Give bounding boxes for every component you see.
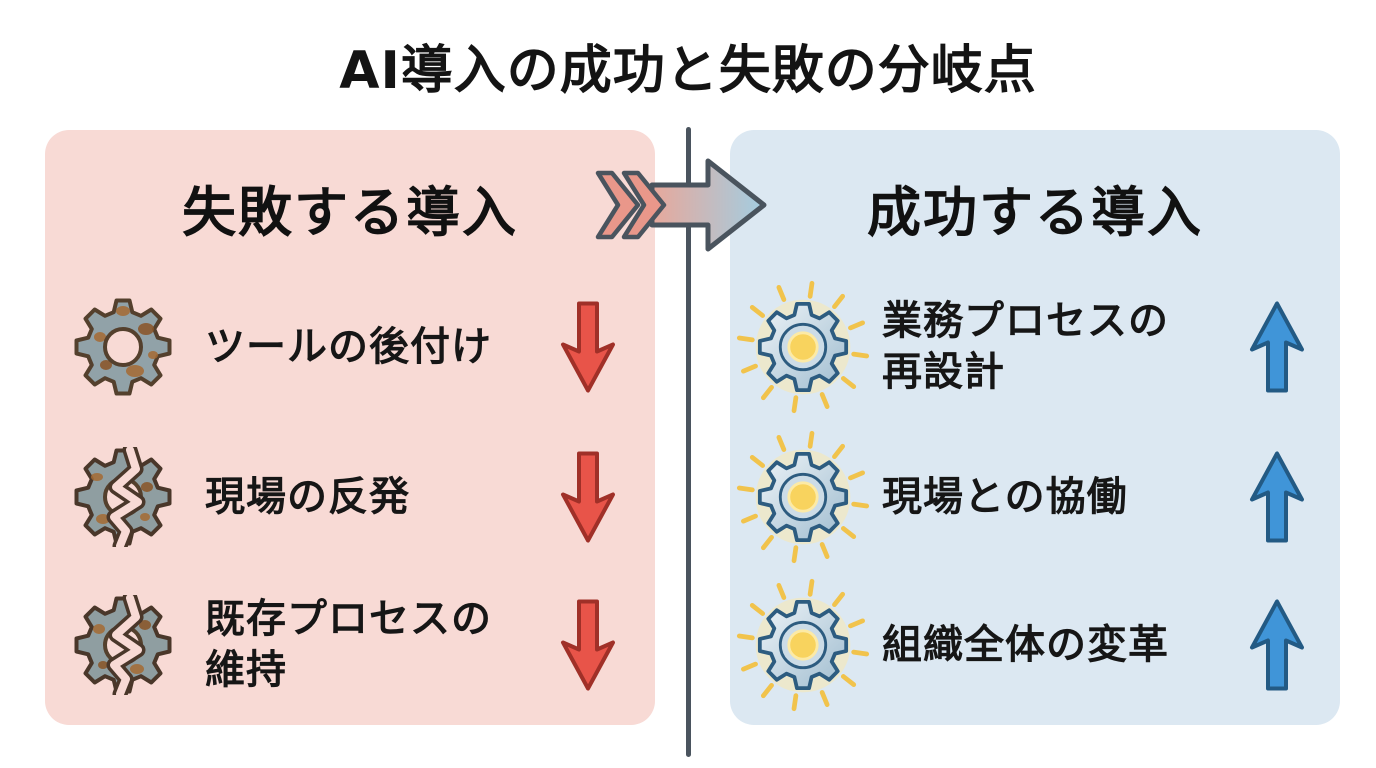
- success-item-process-redesign: 業務プロセスの 再設計: [730, 280, 1340, 414]
- glowing-gear-icon: [736, 430, 870, 564]
- success-item-label: 現場との協働: [882, 473, 1128, 520]
- up-arrow-icon: [1250, 301, 1304, 393]
- failure-item-label: 現場の反発: [205, 473, 410, 520]
- success-item-org-transformation: 組織全体の変革: [730, 578, 1340, 712]
- failure-item-field-resistance: 現場の反発: [45, 437, 655, 557]
- down-arrow-icon: [561, 451, 615, 543]
- glowing-gear-icon: [736, 578, 870, 712]
- failure-item-label: ツールの後付け: [205, 323, 492, 370]
- up-arrow-icon: [1250, 599, 1304, 691]
- success-item-label: 業務プロセスの 再設計: [882, 298, 1169, 395]
- success-panel: 成功する導入 業務プロセスの 再設計 現場との協働: [730, 130, 1340, 725]
- transition-arrow-icon: [595, 158, 767, 252]
- page-title: AI導入の成功と失敗の分岐点: [339, 41, 1037, 101]
- down-arrow-icon: [561, 301, 615, 393]
- failure-item-tool-retrofit: ツールの後付け: [45, 287, 655, 407]
- rusty-gear-icon: [74, 298, 172, 396]
- broken-gear-icon: [74, 447, 172, 547]
- down-arrow-icon: [561, 599, 615, 691]
- glowing-gear-icon: [736, 280, 870, 414]
- failure-panel-title: 失敗する導入: [182, 181, 518, 244]
- success-item-label: 組織全体の変革: [882, 621, 1169, 668]
- failure-item-label: 既存プロセスの 維持: [205, 596, 492, 693]
- broken-gear-icon: [74, 595, 172, 695]
- success-item-field-collaboration: 現場との協働: [730, 430, 1340, 564]
- divider-line: [686, 127, 691, 757]
- failure-item-keep-existing-process: 既存プロセスの 維持: [45, 585, 655, 705]
- failure-panel: 失敗する導入 ツールの後付け: [45, 130, 655, 725]
- up-arrow-icon: [1250, 451, 1304, 543]
- success-panel-title: 成功する導入: [867, 181, 1203, 244]
